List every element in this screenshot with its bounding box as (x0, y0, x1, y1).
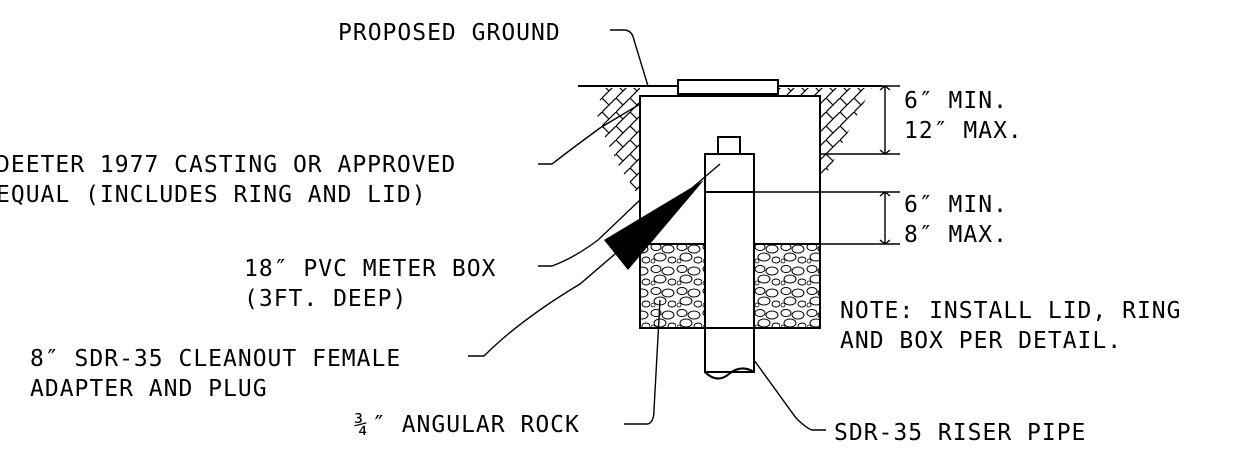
label-note-line2: AND BOX PER DETAIL. (840, 328, 1122, 354)
leader-cleanout (468, 163, 721, 357)
label-cleanout-line2: ADAPTER AND PLUG (30, 376, 268, 402)
label-dim-top-line2: 12″ MAX. (904, 118, 1023, 144)
riser-pipe (704, 153, 755, 373)
cleanout-plug (717, 136, 741, 155)
leader-meter-box (538, 199, 641, 267)
label-dim-top-line1: 6″ MIN. (904, 88, 1008, 114)
label-riser-pipe: SDR-35 RISER PIPE (834, 420, 1086, 446)
label-casting-line2: EQUAL (INCLUDES RING AND LID) (0, 182, 427, 208)
dim-mid (754, 191, 900, 245)
label-meter-box-line2: (3FT. DEEP) (244, 286, 407, 312)
angular-rock-fill-right (754, 244, 819, 327)
soil-hatch-right (778, 88, 872, 178)
label-rock-fraction: ¾ (354, 412, 369, 438)
label-proposed-ground: PROPOSED GROUND (338, 20, 561, 46)
label-meter-box-line1: 18″ PVC METER BOX (244, 256, 496, 282)
leader-rock (624, 299, 661, 425)
dim-top (820, 85, 900, 155)
angular-rock-fill-left (641, 244, 705, 327)
casting-lid (677, 79, 779, 95)
meter-box (639, 95, 821, 329)
section-arrow (604, 180, 704, 270)
label-dim-mid-line2: 8″ MAX. (904, 222, 1008, 248)
label-rock: ″ ANGULAR ROCK (372, 412, 580, 438)
label-cleanout-line1: 8″ SDR-35 CLEANOUT FEMALE (30, 346, 401, 372)
label-dim-mid-line1: 6″ MIN. (904, 192, 1008, 218)
label-note-line1: NOTE: INSTALL LID, RING (840, 298, 1182, 324)
soil-hatch-left (596, 88, 640, 200)
leader-proposed-ground (610, 29, 649, 87)
leader-casting (538, 103, 641, 165)
leader-riser (753, 359, 826, 431)
label-casting-line1: DEETER 1977 CASTING OR APPROVED (0, 152, 456, 178)
